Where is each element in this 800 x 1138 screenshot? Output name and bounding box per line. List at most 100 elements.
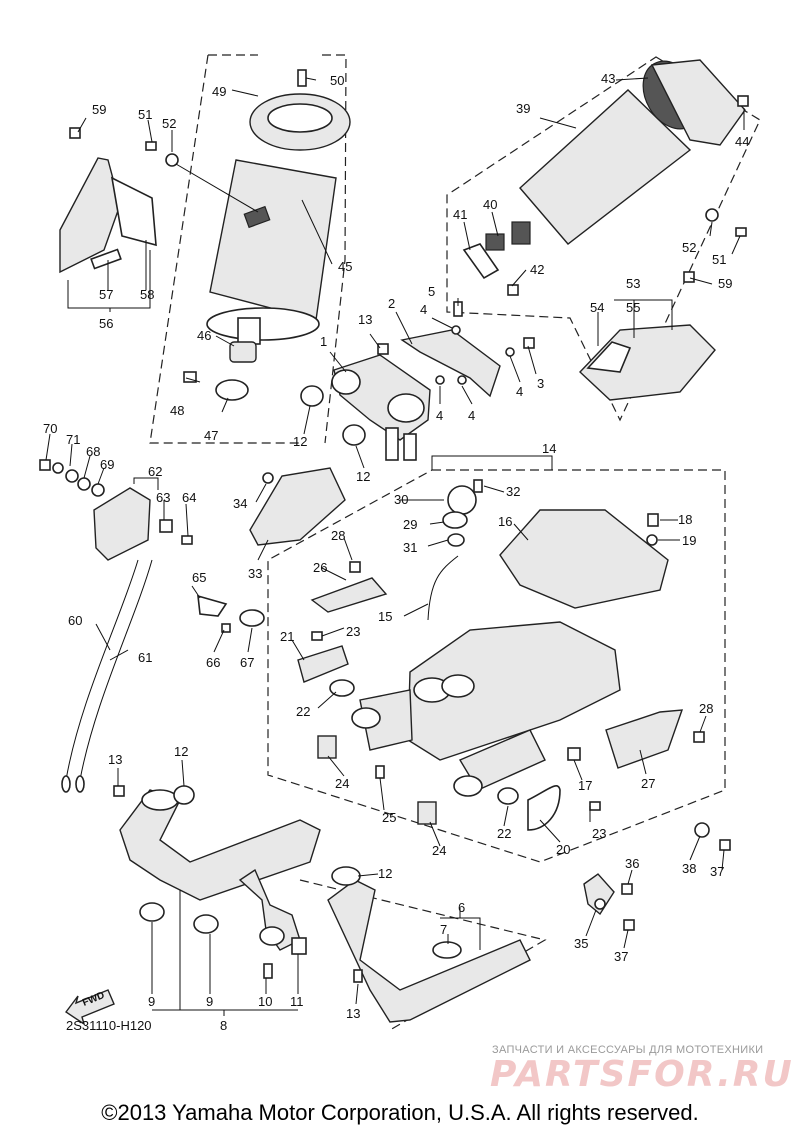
callout: 13 [108, 752, 122, 767]
callout: 3 [537, 376, 544, 391]
callout: 37 [614, 949, 628, 964]
callout: 37 [710, 864, 724, 879]
callout: 46 [197, 328, 211, 343]
callout: 6 [458, 900, 465, 915]
callout: 58 [140, 287, 154, 302]
bracket-drawing [583, 822, 731, 931]
callout: 4 [436, 408, 443, 423]
fwd-arrow-icon [64, 989, 115, 1026]
callout: 67 [240, 655, 254, 670]
callout: 23 [592, 826, 606, 841]
callout: 19 [682, 533, 696, 548]
callout: 23 [346, 624, 360, 639]
callout: 29 [403, 517, 417, 532]
protector-drawing [579, 271, 716, 401]
part-code-label: 2S31110-H120 [66, 1018, 152, 1033]
callout: 38 [682, 861, 696, 876]
callout: 18 [678, 512, 692, 527]
callout: 10 [258, 994, 272, 1009]
callout: 66 [206, 655, 220, 670]
covers-drawing [249, 467, 669, 609]
callout: 70 [43, 421, 57, 436]
callout: 13 [346, 1006, 360, 1021]
callout: 39 [516, 101, 530, 116]
callout: 44 [735, 134, 749, 149]
callout: 31 [403, 540, 417, 555]
callout: 51 [138, 107, 152, 122]
callout: 62 [148, 464, 162, 479]
callout: 4 [516, 384, 523, 399]
callout: 11 [290, 994, 304, 1009]
callout: 52 [682, 240, 696, 255]
callout: 71 [66, 432, 80, 447]
callout: 14 [542, 441, 556, 456]
callout: 65 [192, 570, 206, 585]
callout: 28 [331, 528, 345, 543]
callout: 27 [641, 776, 655, 791]
callout-labels: 1 2 3 4 4 4 4 5 6 7 8 9 9 10 11 12 12 12… [43, 71, 749, 1033]
callout: 48 [170, 403, 184, 418]
callout: 47 [204, 428, 218, 443]
callout: 30 [394, 492, 408, 507]
callout: 69 [100, 457, 114, 472]
callout: 4 [468, 408, 475, 423]
leader-lines [45, 77, 745, 1016]
callout: 42 [530, 262, 544, 277]
callout: 64 [182, 490, 196, 505]
callout: 22 [497, 826, 511, 841]
callout: 41 [453, 207, 467, 222]
callout: 2 [388, 296, 395, 311]
callout: 25 [382, 810, 396, 825]
callout: 7 [440, 922, 447, 937]
callout: 28 [699, 701, 713, 716]
callout: 13 [358, 312, 372, 327]
callout: 45 [338, 259, 352, 274]
joint-pipe-drawing [300, 301, 535, 461]
callout: 57 [99, 287, 113, 302]
callout: 61 [138, 650, 152, 665]
callout: 21 [280, 629, 294, 644]
callout: 12 [378, 866, 392, 881]
callout: 59 [92, 102, 106, 117]
muffler-right-drawing [462, 59, 749, 296]
callout: 51 [712, 252, 726, 267]
callout: 54 [590, 300, 604, 315]
callout: 32 [506, 484, 520, 499]
callout: 59 [718, 276, 732, 291]
callout: 24 [432, 843, 446, 858]
callout: 60 [68, 613, 82, 628]
callout: 34 [233, 496, 247, 511]
watermark-subtitle: ЗАПЧАСТИ И АКСЕССУАРЫ ДЛЯ МОТОТЕХНИКИ [492, 1044, 764, 1056]
callout: 24 [335, 776, 349, 791]
callout: 35 [574, 936, 588, 951]
callout: 33 [248, 566, 262, 581]
callout: 16 [498, 514, 512, 529]
callout: 50 [330, 73, 344, 88]
watermark-logo: PARTSFOR.RU [490, 1054, 794, 1095]
callout: 1 [320, 334, 327, 349]
callout: 12 [356, 469, 370, 484]
callout: 9 [206, 994, 213, 1009]
callout: 17 [578, 778, 592, 793]
side-cover-drawing [59, 127, 157, 274]
callout: 56 [99, 316, 113, 331]
callout: 15 [378, 609, 392, 624]
manifold-assembly-drawing [297, 479, 705, 831]
callout: 12 [174, 744, 188, 759]
callout: 5 [428, 284, 435, 299]
callout: 26 [313, 560, 327, 575]
copyright-footer: ©2013 Yamaha Motor Corporation, U.S.A. A… [101, 1100, 699, 1125]
callout: 22 [296, 704, 310, 719]
callout: 49 [212, 84, 226, 99]
callout: 36 [625, 856, 639, 871]
callout: 55 [626, 300, 640, 315]
callout: 52 [162, 116, 176, 131]
callout: 53 [626, 276, 640, 291]
callout: 40 [483, 197, 497, 212]
callout: 68 [86, 444, 100, 459]
callout: 43 [601, 71, 615, 86]
exhaust-pipes-drawing [113, 785, 531, 1023]
callout: 8 [220, 1018, 227, 1033]
callout: 9 [148, 994, 155, 1009]
